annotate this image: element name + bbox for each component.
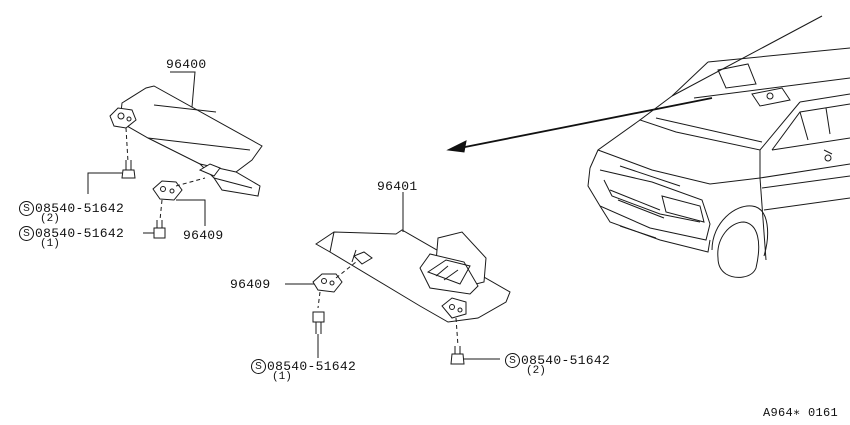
part-number-96400: 96400 [166, 57, 207, 72]
screw-quantity: (1) [272, 371, 292, 383]
screw-quantity: (2) [40, 213, 60, 225]
figure-code: A964∗ 0161 [763, 406, 839, 420]
screw-upper-1 [87, 127, 136, 194]
screw-quantity: (1) [40, 238, 60, 250]
leader-96400 [170, 71, 196, 108]
screw-lower-1 [312, 311, 325, 358]
screw-part-number: 08540-51642 [267, 359, 357, 374]
part-number-96409-upper: 96409 [183, 228, 224, 243]
screw-part-number: 08540-51642 [521, 353, 611, 368]
s-circle-mark: S [19, 226, 34, 241]
screw-lower-2 [450, 317, 500, 365]
holder-upper [152, 177, 206, 226]
holder-lower [285, 261, 357, 309]
s-circle-mark: S [505, 353, 520, 368]
s-circle-mark: S [19, 201, 34, 216]
vehicle-outline [587, 15, 850, 278]
s-circle-mark: S [251, 359, 266, 374]
screw-quantity: (2) [526, 365, 546, 377]
screw-upper-2 [143, 220, 166, 239]
location-arrow [446, 97, 713, 153]
screw-part-number: 08540-51642 [35, 201, 125, 216]
part-number-96401: 96401 [377, 179, 418, 194]
screw-part-number: 08540-51642 [35, 226, 125, 241]
sun-visor-right [109, 85, 263, 197]
part-number-96409-lower: 96409 [230, 277, 271, 292]
sun-visor-left [315, 229, 511, 323]
